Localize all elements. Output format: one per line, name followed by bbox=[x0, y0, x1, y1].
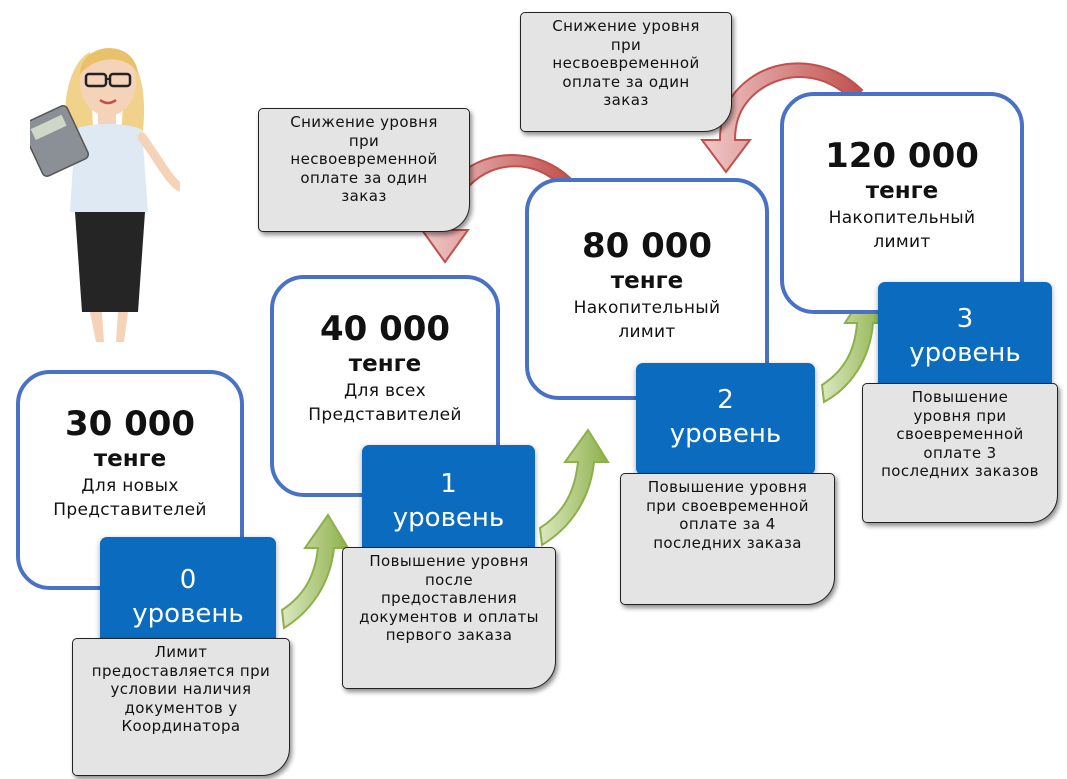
level-number: 2 bbox=[717, 385, 734, 415]
limit-desc-line1: Для всех bbox=[343, 381, 427, 401]
level-word: уровень bbox=[669, 419, 782, 449]
woman-with-calculator-icon bbox=[30, 48, 180, 342]
limit-currency: тенге bbox=[348, 351, 422, 377]
level-word: уровень bbox=[909, 338, 1021, 368]
limit-amount: 30 000 bbox=[64, 404, 196, 444]
level-3-condition-note: Повышение уровня при своевременной оплат… bbox=[862, 383, 1058, 523]
level-number: 1 bbox=[440, 469, 457, 499]
downgrade-note-2-to-1: Снижение уровня при несвоевременной опла… bbox=[258, 108, 470, 232]
level-badge-3: 3 уровень bbox=[878, 282, 1052, 394]
level-number: 0 bbox=[179, 565, 197, 595]
limit-amount: 40 000 bbox=[319, 309, 451, 349]
limit-desc-line2: Представителей bbox=[308, 405, 462, 425]
limit-desc-line1: Для новых bbox=[81, 476, 179, 496]
level-badge-2: 2 уровень bbox=[636, 363, 815, 475]
level-0-condition-note: Лимит предоставляется при условии наличи… bbox=[72, 638, 290, 776]
limit-desc-line2: лимит bbox=[873, 232, 931, 252]
limit-desc-line1: Накопительный bbox=[828, 208, 976, 228]
limit-amount: 120 000 bbox=[825, 136, 979, 176]
limit-desc-line2: лимит bbox=[618, 322, 676, 342]
limit-currency: тенге bbox=[93, 446, 167, 472]
level-number: 3 bbox=[956, 304, 974, 334]
limit-currency: тенге bbox=[865, 178, 939, 204]
level-badge-1: 1 уровень bbox=[362, 445, 535, 557]
limit-desc-line2: Представителей bbox=[53, 500, 207, 520]
level-2-condition-note: Повышение уровня при своевременной оплат… bbox=[620, 473, 835, 605]
level-badge-0: 0 уровень bbox=[100, 537, 276, 655]
down-arrow-3-2 bbox=[700, 62, 864, 174]
up-arrow-0-1 bbox=[280, 513, 350, 630]
limit-box-level-3: 120 000 тенге Накопительный лимит bbox=[780, 92, 1024, 314]
level-word: уровень bbox=[132, 599, 244, 629]
level-word: уровень bbox=[392, 503, 505, 533]
limit-currency: тенге bbox=[610, 268, 684, 294]
level-1-condition-note: Повышение уровня после предоставления до… bbox=[342, 547, 556, 689]
up-arrow-1-2 bbox=[538, 428, 610, 547]
downgrade-note-3-to-2: Снижение уровня при несвоевременной опла… bbox=[520, 12, 732, 132]
limit-amount: 80 000 bbox=[581, 226, 713, 266]
limit-desc-line1: Накопительный bbox=[573, 298, 721, 318]
